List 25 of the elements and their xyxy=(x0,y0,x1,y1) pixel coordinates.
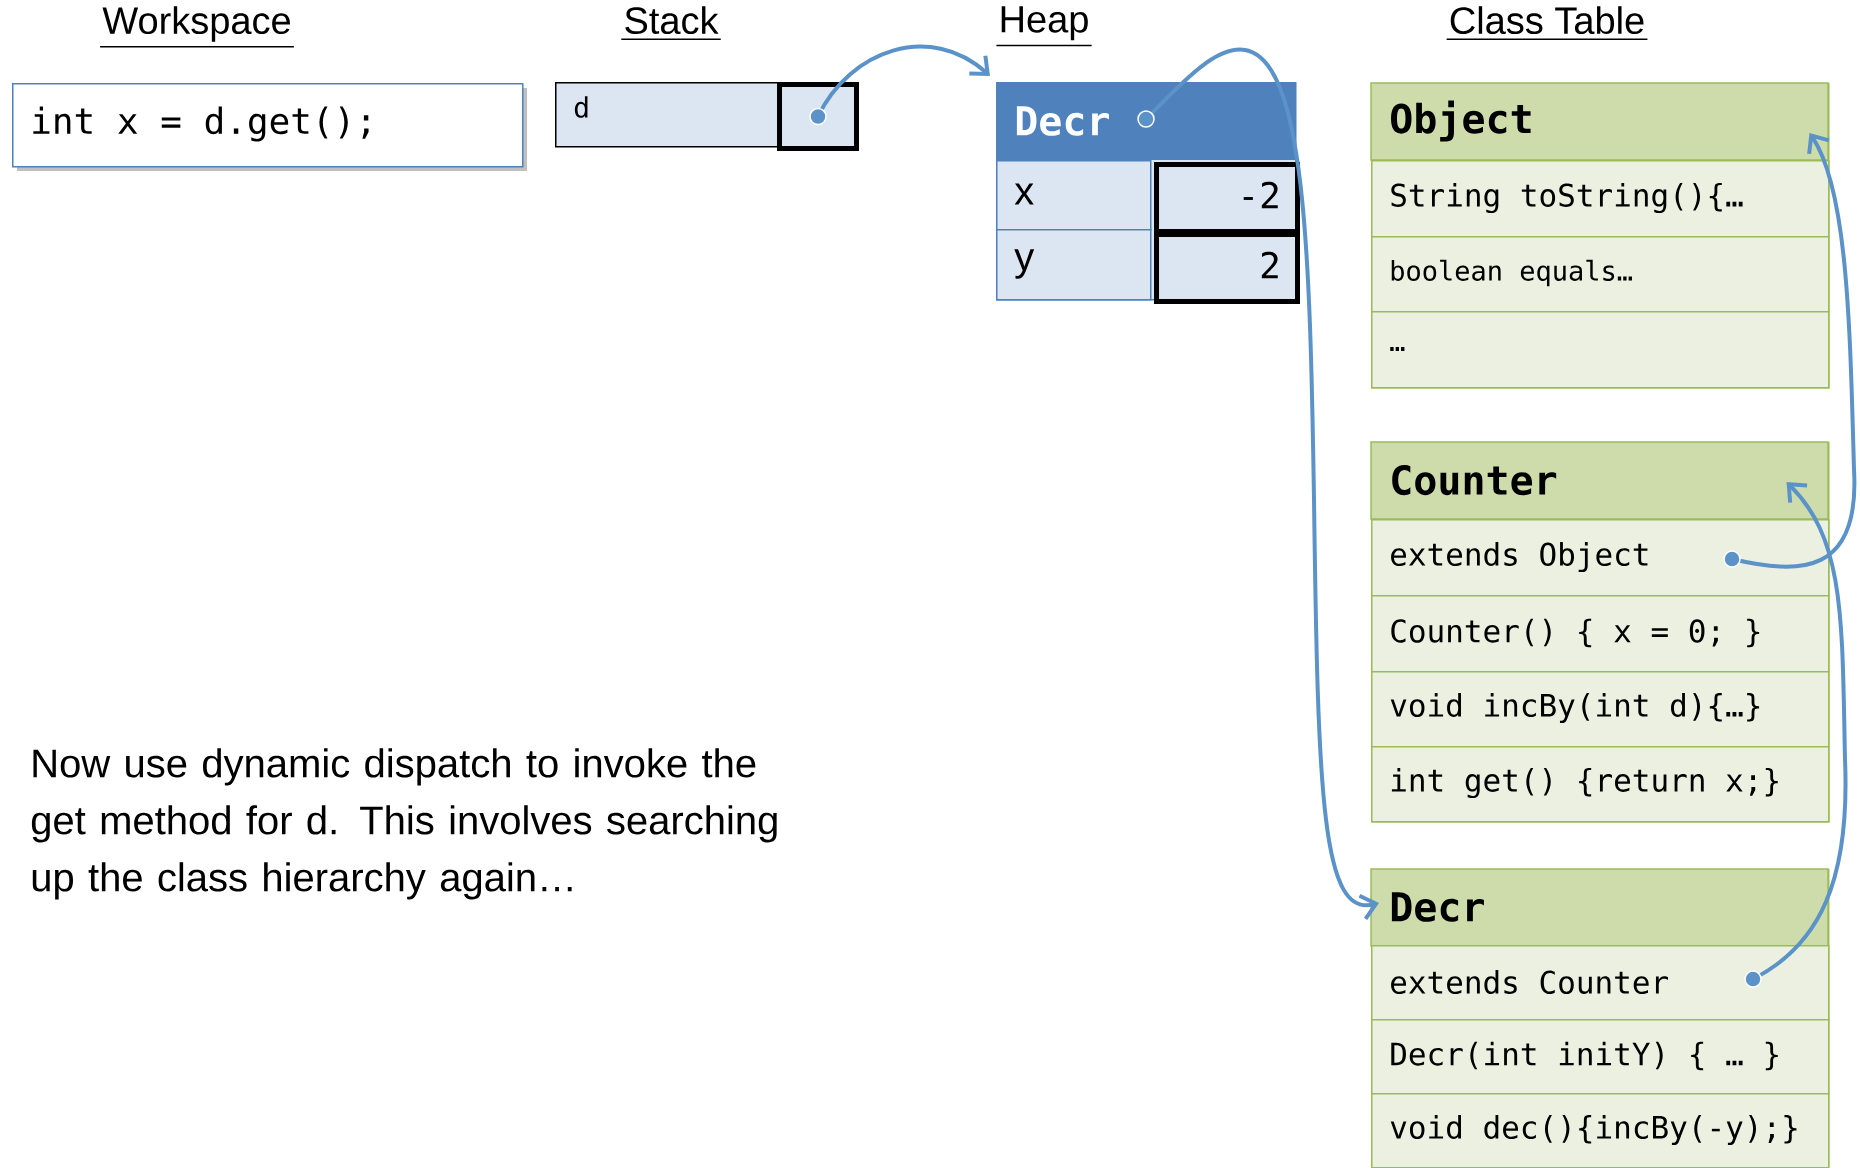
method-row: … xyxy=(1371,311,1830,389)
field-name-cell: y xyxy=(996,229,1152,301)
arrow xyxy=(1137,47,1380,921)
method-row: void dec(){incBy(-y);} xyxy=(1371,1093,1830,1168)
method-row: extends Object xyxy=(1371,519,1830,597)
method-row: Counter() { x = 0; } xyxy=(1371,595,1830,673)
arrow xyxy=(1723,133,1857,569)
field-value-cell: 2 xyxy=(1154,232,1300,304)
code-box: int x = d.get(); xyxy=(12,83,527,171)
arrow xyxy=(1744,482,1848,988)
field-name-cell: x xyxy=(996,160,1152,231)
field-value-cell: -2 xyxy=(1154,162,1300,234)
section-heading: Class Table xyxy=(1445,6,1649,41)
method-row: void incBy(int d){…} xyxy=(1371,671,1830,748)
explanation-text: Now use dynamic dispatch to invoke the get method for d. This involves searching up the class hierarchy again… xyxy=(31,748,777,900)
method-row: Decr(int initY) { … } xyxy=(1371,1019,1830,1095)
method-row: String toString(){… xyxy=(1371,160,1830,238)
pointer-slot xyxy=(777,82,859,151)
method-row: boolean equals… xyxy=(1371,236,1830,313)
method-row: int get() {return x;} xyxy=(1371,746,1830,823)
method-row: extends Counter xyxy=(1371,945,1830,1021)
section-heading: Workspace xyxy=(99,6,295,48)
section-heading: Heap xyxy=(995,6,1093,47)
arrow xyxy=(809,44,990,126)
section-heading: Stack xyxy=(620,6,722,41)
